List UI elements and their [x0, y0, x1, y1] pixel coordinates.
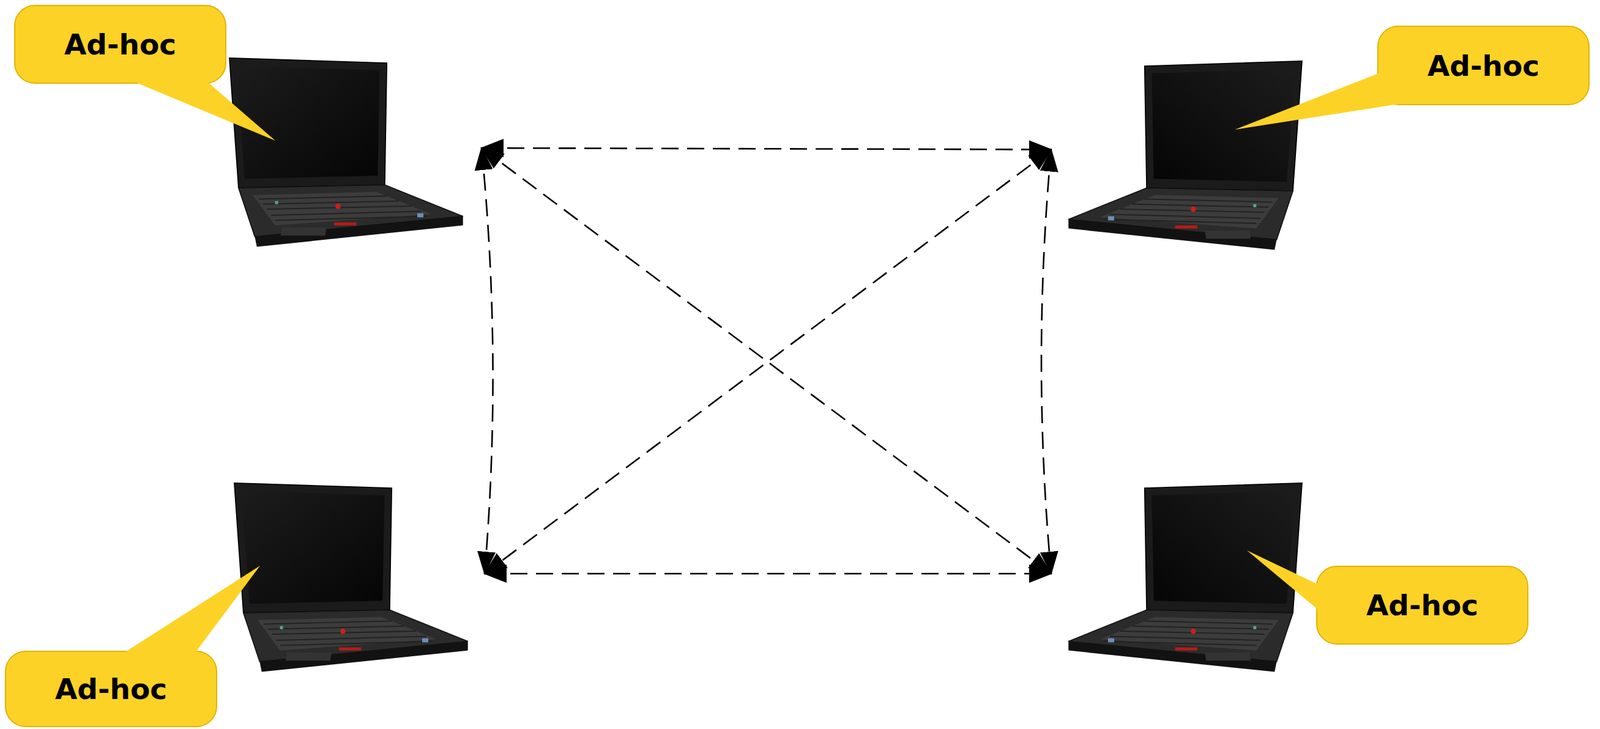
callout-tail — [131, 77, 276, 141]
callout-tail — [1246, 550, 1321, 612]
callout-text: Ad-hoc — [1366, 588, 1479, 623]
callout-bubble: Ad-hoc — [14, 4, 227, 84]
callout-bubble: Ad-hoc — [1316, 565, 1529, 645]
dashed-link — [484, 573, 1052, 576]
callout-bubble: Ad-hoc — [1377, 25, 1590, 106]
callout-text: Ad-hoc — [1427, 48, 1540, 83]
laptop-illustration — [229, 58, 464, 248]
dashed-link — [481, 148, 1052, 574]
laptop-illustration — [1068, 483, 1303, 673]
callout-tail — [125, 565, 261, 653]
callout-text: Ad-hoc — [55, 672, 168, 707]
dashed-link — [481, 148, 1052, 150]
dashed-link — [481, 148, 494, 574]
laptop-node: Ad-hoc — [214, 15, 482, 281]
dashed-link — [484, 149, 1052, 575]
laptop-illustration — [1068, 61, 1303, 251]
callout-tail — [1234, 73, 1408, 130]
dashed-link — [1041, 149, 1052, 575]
callout-text: Ad-hoc — [64, 27, 177, 62]
laptop-illustration — [234, 483, 469, 673]
laptop-node: Ad-hoc — [219, 440, 485, 708]
laptop-node: Ad-hoc — [1051, 18, 1317, 281]
laptop-node: Ad-hoc — [1051, 440, 1317, 708]
callout-bubble: Ad-hoc — [4, 651, 218, 728]
